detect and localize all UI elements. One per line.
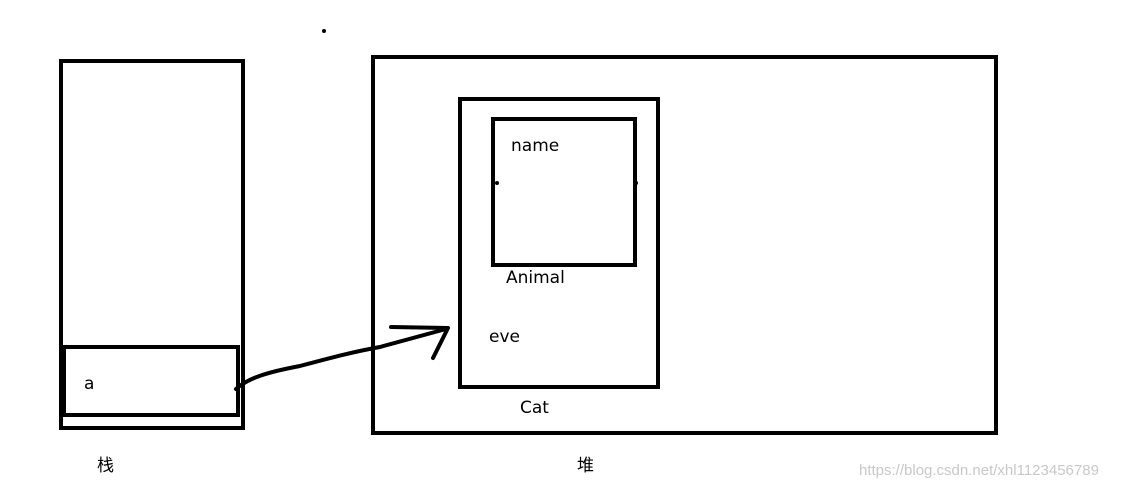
cat-field-eve-label: eve xyxy=(489,327,520,347)
reference-arrow xyxy=(234,327,448,391)
watermark: https://blog.csdn.net/xhl1123456789 xyxy=(859,462,1099,479)
stack-frame xyxy=(59,59,245,430)
stack-variable-a-label: a xyxy=(84,374,95,394)
cat-object xyxy=(458,97,660,389)
stray-dot xyxy=(634,181,638,185)
heap-frame xyxy=(371,55,998,435)
heap-label: 堆 xyxy=(577,456,594,476)
animal-field-name-label: name xyxy=(511,136,560,156)
cat-label: Cat xyxy=(520,398,549,418)
reference-arrow-head xyxy=(389,325,450,360)
animal-object xyxy=(491,117,637,267)
animal-label: Animal xyxy=(506,268,565,288)
stack-label: 栈 xyxy=(97,456,114,476)
stray-dot xyxy=(495,181,499,185)
stray-dot xyxy=(322,29,326,33)
stack-variable-a-cell xyxy=(62,345,240,417)
